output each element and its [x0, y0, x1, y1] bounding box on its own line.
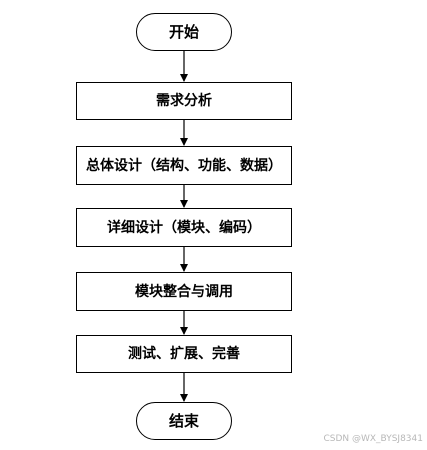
- step-testing-extension: 测试、扩展、完善: [76, 335, 292, 373]
- end-label: 结束: [168, 412, 199, 430]
- step-requirements-analysis-label: 需求分析: [156, 93, 212, 109]
- watermark: CSDN @WX_BYSJ8341: [323, 434, 423, 444]
- end-terminal: 结束: [136, 402, 232, 440]
- step-module-integration: 模块整合与调用: [76, 272, 292, 311]
- start-label: 开始: [168, 23, 199, 41]
- step-module-integration-label: 模块整合与调用: [135, 283, 233, 300]
- step-detailed-design: 详细设计（模块、编码）: [76, 208, 292, 247]
- start-terminal: 开始: [136, 13, 232, 51]
- step-overall-design-label: 总体设计（结构、功能、数据）: [86, 157, 282, 174]
- step-testing-extension-label: 测试、扩展、完善: [128, 346, 240, 362]
- step-detailed-design-label: 详细设计（模块、编码）: [107, 219, 261, 236]
- step-requirements-analysis: 需求分析: [76, 82, 292, 120]
- step-overall-design: 总体设计（结构、功能、数据）: [76, 146, 292, 185]
